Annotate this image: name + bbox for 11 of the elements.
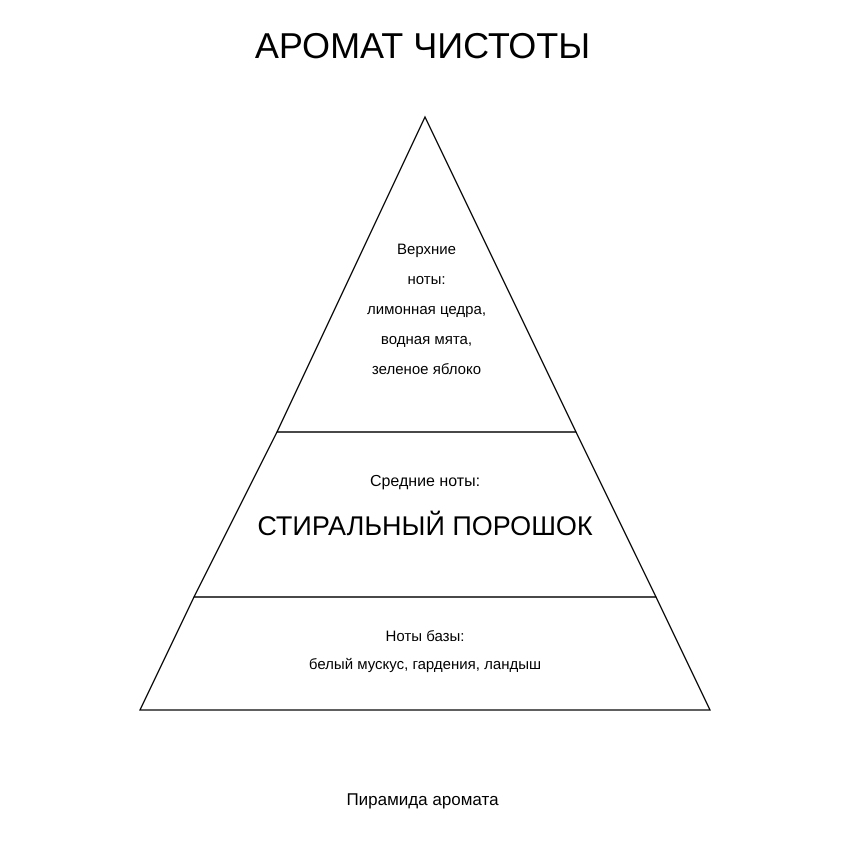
- tier-text: лимонная цедра, водная мята, зеленое яблоко: [366, 300, 488, 380]
- caption: Пирамида аромата: [346, 789, 499, 811]
- tier-heading: Средние ноты:: [368, 472, 482, 492]
- title: АРОМАТ ЧИСТОТЫ: [254, 24, 590, 68]
- tier-text: СТИРАЛЬНЫЙ ПОРОШОК: [256, 510, 594, 543]
- pyramid-tier: [140, 597, 710, 710]
- tier-heading: Ноты базы:: [384, 627, 466, 647]
- tier-text: белый мускус, гардения, ландыш: [308, 655, 542, 675]
- pyramid-tier: [277, 117, 576, 432]
- tier-heading: Верхние ноты:: [396, 240, 458, 290]
- pyramid-tier: [194, 432, 656, 597]
